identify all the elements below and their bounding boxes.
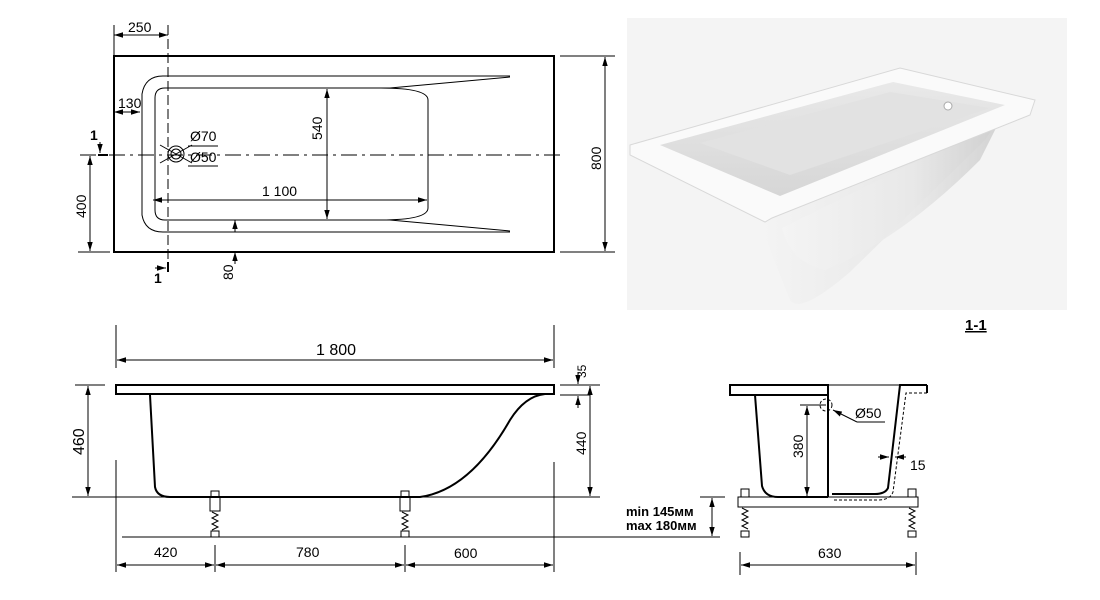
- leg-left: [209, 490, 221, 538]
- section-title: 1-1: [965, 317, 987, 334]
- leg-height-max: max 180мм: [626, 518, 697, 533]
- dim-440-label: 440: [573, 431, 589, 455]
- dim-780-label: 780: [296, 544, 320, 560]
- dim-1100-label: 1 100: [262, 183, 297, 199]
- dim-15-label: 15: [910, 457, 926, 473]
- side-rim: [115, 384, 555, 395]
- tub-outline-top: [113, 55, 555, 253]
- dim-540-label: 540: [309, 116, 325, 140]
- drain-70-label: Ø70: [190, 128, 217, 144]
- section-frame: [737, 496, 919, 508]
- drain-outer-circle: [167, 145, 185, 163]
- dim-630-label: 630: [818, 545, 842, 561]
- dim-600-label: 600: [454, 545, 478, 561]
- section-rim-left: [729, 384, 829, 396]
- dim-420-label: 420: [154, 544, 178, 560]
- dim-80-label: 80: [220, 264, 236, 280]
- top-view: Ø70 Ø50 250 130 540 1 100 400 800 80 1 1: [73, 19, 615, 286]
- dim-400-label: 400: [73, 194, 89, 218]
- overflow-label: Ø50: [855, 405, 882, 421]
- section-shell: [832, 384, 927, 495]
- dim-1800-label: 1 800: [316, 342, 356, 359]
- leg-height-min: min 145мм: [626, 504, 694, 519]
- side-body: [149, 393, 546, 498]
- section-mark-bottom: 1: [154, 270, 162, 286]
- section-leg-left: [740, 507, 750, 530]
- dim-130-label: 130: [118, 95, 142, 111]
- section-leg-right: [907, 507, 917, 530]
- side-view: 1 800 460 35 440 min 145мм max 180мм 420…: [71, 325, 725, 572]
- drain-50-label: Ø50: [190, 149, 217, 165]
- dim-800-label: 800: [588, 146, 604, 170]
- basin-edge: [154, 76, 511, 232]
- drain-inner-circle: [170, 148, 182, 160]
- dim-250-label: 250: [128, 19, 152, 35]
- dim-460-label: 460: [71, 428, 88, 455]
- dim-35-label: 35: [575, 364, 589, 378]
- overflow-hole: [943, 101, 953, 111]
- dim-380-label: 380: [790, 434, 806, 458]
- section-view: 1-1 Ø50 380 15 630: [729, 317, 987, 575]
- overflow-circle: [819, 398, 833, 412]
- basin-floor: [379, 87, 429, 221]
- leg-right: [399, 490, 411, 538]
- section-mark-top: 1: [90, 127, 98, 143]
- bathtub-photo: [627, 18, 1067, 310]
